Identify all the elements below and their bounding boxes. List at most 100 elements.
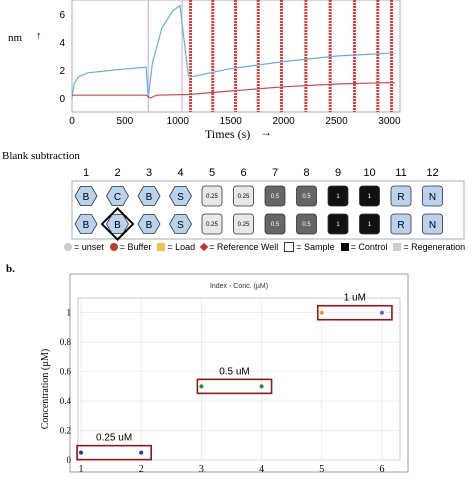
top-x-tick-label: 3000 [378,116,401,127]
sample-icon [284,242,295,252]
bottom-annotation-box [316,304,393,321]
plate-column-number: 11 [395,167,406,179]
plate-well: 1 [359,185,380,207]
top-series-line [71,4,395,99]
blank-subtraction-label: Blank subtraction [2,150,80,162]
plate-well-shape [201,185,223,207]
bottom-y-tick-label: 0.6 [60,367,72,377]
plate-well: B [74,186,98,206]
bottom-x-tick-label: 6 [379,464,384,474]
bottom-data-point [199,384,204,389]
bottom-x-tick-label: 3 [199,464,204,474]
bottom-y-tick-label: 1 [67,308,72,318]
legend-load: = Load [157,242,195,252]
plate-well-shape [264,185,286,207]
top-x-tick-label: 2000 [272,116,295,127]
control-icon [340,243,349,251]
top-x-tick-label: 1500 [220,116,243,127]
bottom-data-point [139,450,144,455]
plate-well-label: B [83,220,90,231]
legend-buffer: = Buffer [109,242,152,252]
plate-column-number: 9 [335,167,341,179]
bottom-annotation-label: 0.5 uM [219,366,250,377]
plate-well: B [137,186,161,206]
plate-column-number: 10 [363,167,375,179]
plate-well-label: B [146,192,153,203]
plate-well-label: 0.5 [302,222,311,228]
bottom-y-tick-label: 0.8 [60,337,72,347]
plate-well-label: S [177,192,184,203]
plate-well-label: B [114,220,121,231]
plate-well: 0.5 [296,185,317,207]
plate-well-shape [137,214,161,234]
top-x-tick-label: 0 [69,116,75,127]
plate-well-shape [169,186,192,206]
plate-well: S [169,214,192,234]
bottom-x-tick-label: 5 [319,464,324,474]
plate-legend: = unset = Buffer = Load = Reference Well… [64,242,465,252]
plate-well-shape [359,185,380,207]
bottom-data-point [379,310,384,315]
plate-well: 0.5 [264,213,286,235]
legend-sample: = Sample [284,242,335,252]
plate-well: N [422,185,443,207]
unset-icon [64,243,72,251]
bottom-annotation-label: 0.25 uM [96,433,132,444]
plate-well-label: R [397,192,404,203]
legend-control-label: = Control [350,242,388,252]
plate-well: S [169,186,192,206]
plate-well-label: 1 [336,194,340,200]
plate-well-shape [233,213,254,235]
plate-well-shape [74,186,98,206]
plate-column-number: 5 [209,167,215,179]
plate-well-label: 0.5 [302,194,311,200]
plate-well: 1 [327,185,349,207]
plate-well-label: 0.5 [271,194,280,200]
plate-well-shape [169,214,192,234]
top-y-tick-label: 2 [59,66,65,77]
plate-well: B [137,214,161,234]
reference-icon [199,242,209,252]
plate-well-label: 0.5 [271,222,280,228]
x-axis-arrow-icon: → [260,125,272,139]
load-icon [157,243,166,251]
plate-well-shape [327,185,349,207]
plate-column-number: 6 [240,167,246,179]
bottom-data-point [259,384,264,389]
buffer-icon [109,243,118,251]
plate-well: 0.5 [296,213,317,235]
top-y-tick-label: 0 [59,94,65,105]
plate-well: 0.25 [201,213,223,235]
top-x-tick-label: 500 [117,116,134,127]
plate-well-shape [422,213,443,235]
plate-well-shape [390,213,412,235]
panel-b-label: b. [6,263,15,275]
bottom-x-tick-label: 1 [79,464,84,474]
top-x-axis-label: Times (s) [205,127,251,141]
plate-well-shape [422,185,443,207]
top-x-tick-label: 1000 [167,116,190,127]
regeneration-icon [393,243,402,251]
legend-load-label: = Load [167,242,196,252]
bottom-x-tick-label: 4 [259,464,264,474]
plate-well: R [390,185,412,207]
legend-sample-label: = Sample [296,242,335,252]
legend-buffer-label: = Buffer [119,242,152,252]
plate-column-number: 8 [303,167,309,179]
plate-well-shape [137,186,161,206]
plate-well: R [390,213,412,235]
plate-well-label: S [177,220,184,231]
bottom-data-point [319,310,324,315]
plate-well: N [422,213,443,235]
legend-unset: = unset [64,242,104,252]
plate-well-shape [296,185,317,207]
bottom-annotation-box [76,444,152,461]
top-y-tick-label: 6 [59,10,65,21]
plate-well-label: 1 [368,222,372,228]
legend-regeneration-label: = Regeneration [403,242,466,252]
plate-column-number: 7 [272,167,278,179]
